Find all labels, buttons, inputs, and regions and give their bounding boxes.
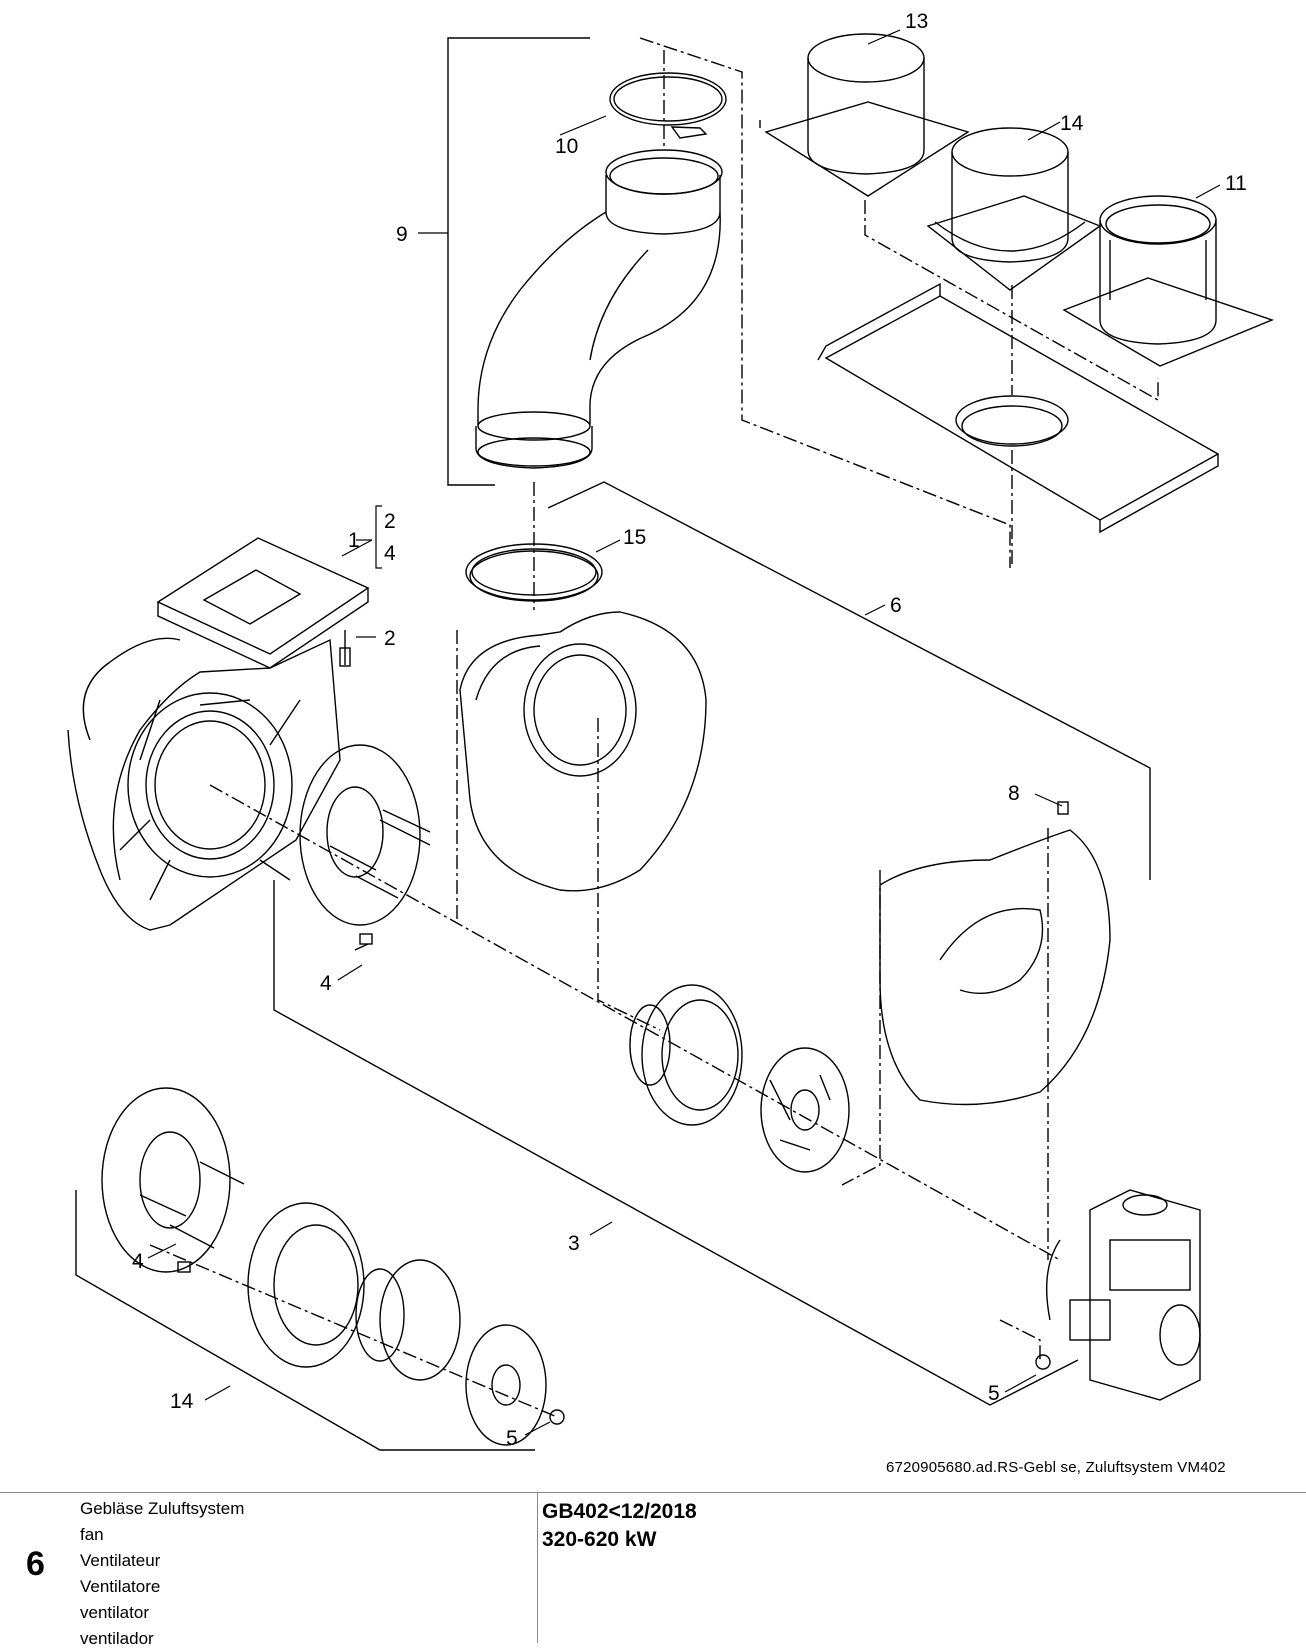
nut-5-lower [549, 1409, 565, 1425]
callout-4-upper: 4 [320, 972, 332, 995]
inlet-flange-upper [299, 744, 431, 926]
part-name-es: ventilador [80, 1629, 154, 1648]
nut-5-upper [1035, 1354, 1051, 1370]
venturi-upper [629, 984, 743, 1126]
inlet-plate-13 [926, 127, 1102, 291]
callout-1: 1 [348, 529, 360, 552]
model-info: GB402<12/2018 320-620 kW [542, 1498, 697, 1554]
callout-labels: 13 10 14 11 9 1 2 4 15 6 2 8 4 3 4 14 5 … [132, 10, 1247, 1450]
inlet-plate-12 [764, 33, 970, 197]
screw-2 [339, 630, 351, 667]
callout-15: 15 [623, 526, 646, 549]
footer-column-divider [537, 1493, 538, 1643]
screw-4-lower [177, 1261, 191, 1273]
fan-housing-1 [67, 537, 370, 931]
callout-6: 6 [890, 594, 902, 617]
callout-5-upper: 5 [988, 1382, 1000, 1405]
bracket-label-4: 4 [384, 542, 396, 565]
clamp-ring-10 [609, 72, 727, 139]
callout-11: 11 [1225, 172, 1247, 195]
bracket-9 [447, 37, 590, 486]
callout-5-lower: 5 [506, 1427, 518, 1450]
model-name: GB402<12/2018 [542, 1500, 697, 1523]
volute-inner [879, 801, 1111, 1106]
callout-9: 9 [396, 223, 408, 246]
inlet-ring-11 [1062, 195, 1274, 367]
callout-10: 10 [555, 135, 578, 158]
part-name-de: Gebläse Zuluftsystem [80, 1499, 245, 1518]
part-name-nl: ventilator [80, 1603, 149, 1622]
section-number: 6 [26, 1545, 45, 1583]
callout-8: 8 [1008, 782, 1020, 805]
callout-3: 3 [568, 1232, 580, 1255]
part-name-it: Ventilatore [80, 1577, 161, 1596]
bracket-3 [273, 880, 1079, 1406]
callout-14: 14 [170, 1390, 194, 1413]
part-name-en: fan [80, 1525, 104, 1544]
elbow-pipe-9 [475, 149, 723, 469]
callout-2: 2 [384, 627, 396, 650]
bracket-label-2: 2 [384, 510, 396, 533]
screw-4-upper [354, 933, 373, 951]
fan-wheel-lower [465, 1324, 547, 1446]
power-range: 320-620 kW [542, 1528, 657, 1551]
venturi-lower [247, 1202, 365, 1368]
fan-wheel-upper [760, 1047, 850, 1173]
callout-13: 14 [1060, 112, 1084, 135]
exploded-parts-drawing: 13 10 14 11 9 1 2 4 15 6 2 8 4 3 4 14 5 … [67, 10, 1274, 1451]
callout-12: 13 [905, 10, 928, 33]
inlet-frame [639, 37, 1011, 568]
gas-valve [1046, 1189, 1201, 1401]
nozzle-lower [355, 1259, 461, 1381]
bracket-6 [547, 481, 1151, 880]
bracket-14 [75, 1190, 535, 1451]
part-name-fr: Ventilateur [80, 1551, 161, 1570]
volute-cover [459, 611, 707, 892]
inlet-flange-lower [101, 1087, 245, 1273]
part-name-list: Gebläse Zuluftsystem fan Ventilateur Ven… [80, 1496, 244, 1652]
footer-divider [0, 1492, 1306, 1493]
drawing-reference: 6720905680.ad.RS-Gebl se, Zuluftsystem V… [886, 1459, 1226, 1476]
callout-4-lower: 4 [132, 1250, 144, 1273]
base-plate [817, 282, 1220, 534]
